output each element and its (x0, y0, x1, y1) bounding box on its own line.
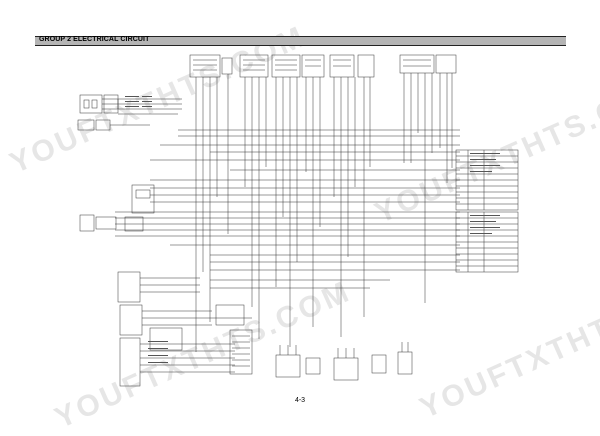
page-number: 4-3 (294, 397, 306, 404)
middle-left-module (79, 184, 155, 232)
electrical-schematic (77, 54, 519, 387)
wire-label-marks (125, 96, 500, 363)
top-connectors (189, 54, 457, 78)
bottom-center-components (275, 342, 413, 381)
section-header-bar: GROUP 2 ELECTRICAL CIRCUIT (35, 36, 566, 46)
right-connector-blocks (455, 149, 519, 273)
section-title: GROUP 2 ELECTRICAL CIRCUIT (39, 36, 150, 43)
top-left-components (77, 94, 182, 131)
bottom-left-modules (117, 271, 253, 387)
